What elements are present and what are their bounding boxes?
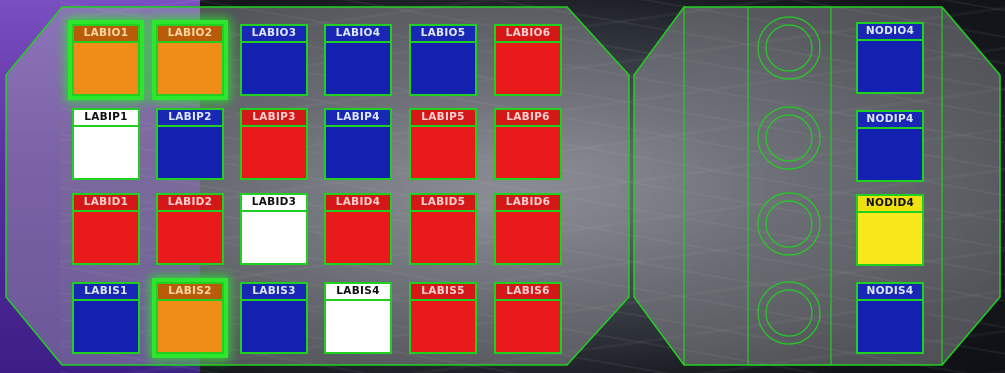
rack-labip2[interactable]: LABIP2 bbox=[156, 108, 224, 180]
rack-label: LABIP6 bbox=[496, 110, 560, 127]
rack-label: NODIP4 bbox=[858, 112, 922, 129]
rack-labio1[interactable]: LABIO1 bbox=[72, 24, 140, 96]
rack-label: LABIP1 bbox=[74, 110, 138, 127]
rack-labip4[interactable]: LABIP4 bbox=[324, 108, 392, 180]
rack-status-fill bbox=[242, 212, 306, 263]
rack-label: LABIO3 bbox=[242, 26, 306, 43]
rack-status-fill bbox=[158, 127, 222, 178]
rack-labid1[interactable]: LABID1 bbox=[72, 193, 140, 265]
rack-status-fill bbox=[496, 212, 560, 263]
rack-labip5[interactable]: LABIP5 bbox=[409, 108, 477, 180]
rack-label: LABIS4 bbox=[326, 284, 390, 301]
rack-label: NODIO4 bbox=[858, 24, 922, 41]
rack-label: LABIO2 bbox=[158, 26, 222, 43]
rack-label: LABIS6 bbox=[496, 284, 560, 301]
rack-labis2[interactable]: LABIS2 bbox=[156, 282, 224, 354]
rack-labis5[interactable]: LABIS5 bbox=[409, 282, 477, 354]
rack-status-fill bbox=[496, 127, 560, 178]
rack-labio4[interactable]: LABIO4 bbox=[324, 24, 392, 96]
rack-label: NODID4 bbox=[858, 196, 922, 213]
rack-labis1[interactable]: LABIS1 bbox=[72, 282, 140, 354]
rack-status-fill bbox=[411, 212, 475, 263]
rack-status-fill bbox=[326, 127, 390, 178]
rack-label: LABIS3 bbox=[242, 284, 306, 301]
rack-label: LABIP5 bbox=[411, 110, 475, 127]
rack-label: LABIO6 bbox=[496, 26, 560, 43]
rack-labio6[interactable]: LABIO6 bbox=[494, 24, 562, 96]
rack-status-fill bbox=[242, 127, 306, 178]
rack-status-fill bbox=[158, 301, 222, 352]
rack-status-fill bbox=[158, 43, 222, 94]
rack-status-fill bbox=[496, 43, 560, 94]
rack-label: LABIO5 bbox=[411, 26, 475, 43]
rack-label: LABIS5 bbox=[411, 284, 475, 301]
rack-nodid4[interactable]: NODID4 bbox=[856, 194, 924, 266]
rack-nodis4[interactable]: NODIS4 bbox=[856, 282, 924, 354]
rack-label: LABID1 bbox=[74, 195, 138, 212]
rack-labid4[interactable]: LABID4 bbox=[324, 193, 392, 265]
rack-label: LABIP2 bbox=[158, 110, 222, 127]
rack-status-fill bbox=[858, 41, 922, 92]
rack-label: LABIO1 bbox=[74, 26, 138, 43]
rack-status-fill bbox=[74, 301, 138, 352]
rack-status-fill bbox=[326, 43, 390, 94]
rack-status-fill bbox=[242, 301, 306, 352]
rack-labip3[interactable]: LABIP3 bbox=[240, 108, 308, 180]
rack-label: LABID3 bbox=[242, 195, 306, 212]
rack-labid6[interactable]: LABID6 bbox=[494, 193, 562, 265]
rack-label: LABID6 bbox=[496, 195, 560, 212]
rack-label: LABIS2 bbox=[158, 284, 222, 301]
rack-status-fill bbox=[858, 213, 922, 264]
rack-label: NODIS4 bbox=[858, 284, 922, 301]
rack-status-fill bbox=[242, 43, 306, 94]
rack-labio2[interactable]: LABIO2 bbox=[156, 24, 224, 96]
rack-status-fill bbox=[74, 212, 138, 263]
rack-label: LABIP4 bbox=[326, 110, 390, 127]
rack-label: LABID4 bbox=[326, 195, 390, 212]
rack-status-fill bbox=[158, 212, 222, 263]
rack-status-fill bbox=[74, 127, 138, 178]
rack-labid3[interactable]: LABID3 bbox=[240, 193, 308, 265]
rack-status-fill bbox=[326, 212, 390, 263]
rack-labid2[interactable]: LABID2 bbox=[156, 193, 224, 265]
rack-status-fill bbox=[74, 43, 138, 94]
rack-label: LABID5 bbox=[411, 195, 475, 212]
rack-label: LABIP3 bbox=[242, 110, 306, 127]
rack-labid5[interactable]: LABID5 bbox=[409, 193, 477, 265]
rack-status-fill bbox=[326, 301, 390, 352]
rack-nodip4[interactable]: NODIP4 bbox=[856, 110, 924, 182]
rack-labis4[interactable]: LABIS4 bbox=[324, 282, 392, 354]
rack-status-fill bbox=[496, 301, 560, 352]
rack-labis3[interactable]: LABIS3 bbox=[240, 282, 308, 354]
rack-status-fill bbox=[411, 127, 475, 178]
rack-labio5[interactable]: LABIO5 bbox=[409, 24, 477, 96]
rack-status-fill bbox=[858, 129, 922, 180]
rack-labio3[interactable]: LABIO3 bbox=[240, 24, 308, 96]
rack-labip6[interactable]: LABIP6 bbox=[494, 108, 562, 180]
rack-label: LABID2 bbox=[158, 195, 222, 212]
rack-status-fill bbox=[411, 43, 475, 94]
rack-nodio4[interactable]: NODIO4 bbox=[856, 22, 924, 94]
rack-label: LABIS1 bbox=[74, 284, 138, 301]
rack-labip1[interactable]: LABIP1 bbox=[72, 108, 140, 180]
rack-labis6[interactable]: LABIS6 bbox=[494, 282, 562, 354]
rack-label: LABIO4 bbox=[326, 26, 390, 43]
rack-status-fill bbox=[411, 301, 475, 352]
rack-status-fill bbox=[858, 301, 922, 352]
